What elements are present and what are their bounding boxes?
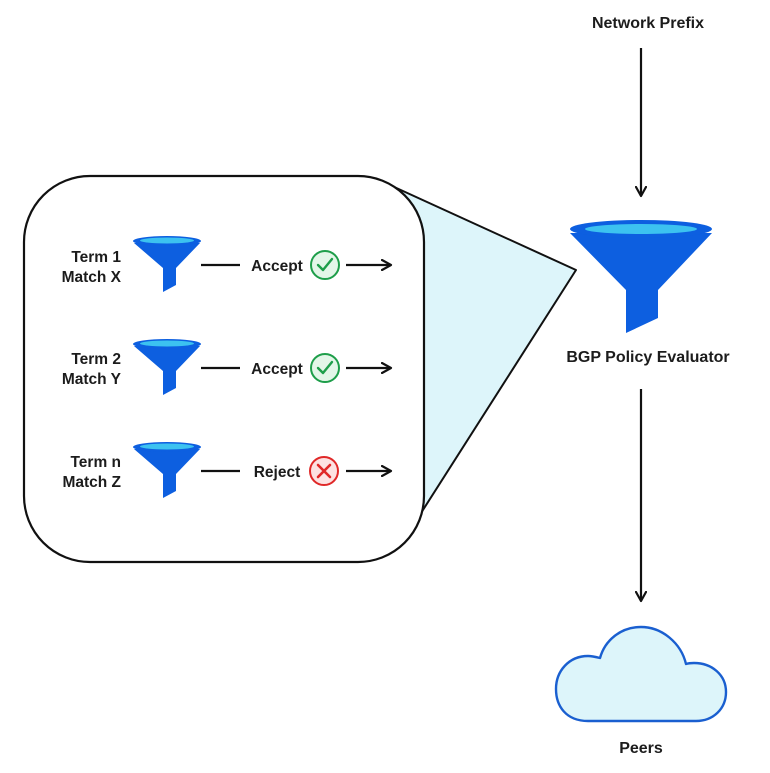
cloud-icon (554, 625, 728, 723)
term-match-label: Match X (62, 269, 122, 286)
action-label: Accept (251, 258, 303, 275)
x-circle-icon (309, 456, 339, 486)
term-match-label: Match Z (62, 474, 121, 491)
term-row: Term n Match Z Reject (62, 442, 391, 498)
term-label: Term n (70, 454, 121, 471)
check-circle-icon (310, 250, 340, 280)
term-label: Term 1 (71, 249, 121, 266)
check-circle-icon (310, 353, 340, 383)
network-prefix-label: Network Prefix (592, 15, 704, 32)
term-label: Term 2 (71, 351, 121, 368)
term-row: Term 1 Match X Accept (62, 236, 391, 292)
peers-label: Peers (619, 740, 663, 757)
evaluator-label: BGP Policy Evaluator (566, 349, 729, 366)
evaluator-funnel-icon (570, 220, 712, 333)
term-row: Term 2 Match Y Accept (62, 339, 391, 395)
action-label: Reject (254, 464, 301, 481)
action-label: Accept (251, 361, 303, 378)
term-match-label: Match Y (62, 371, 122, 388)
